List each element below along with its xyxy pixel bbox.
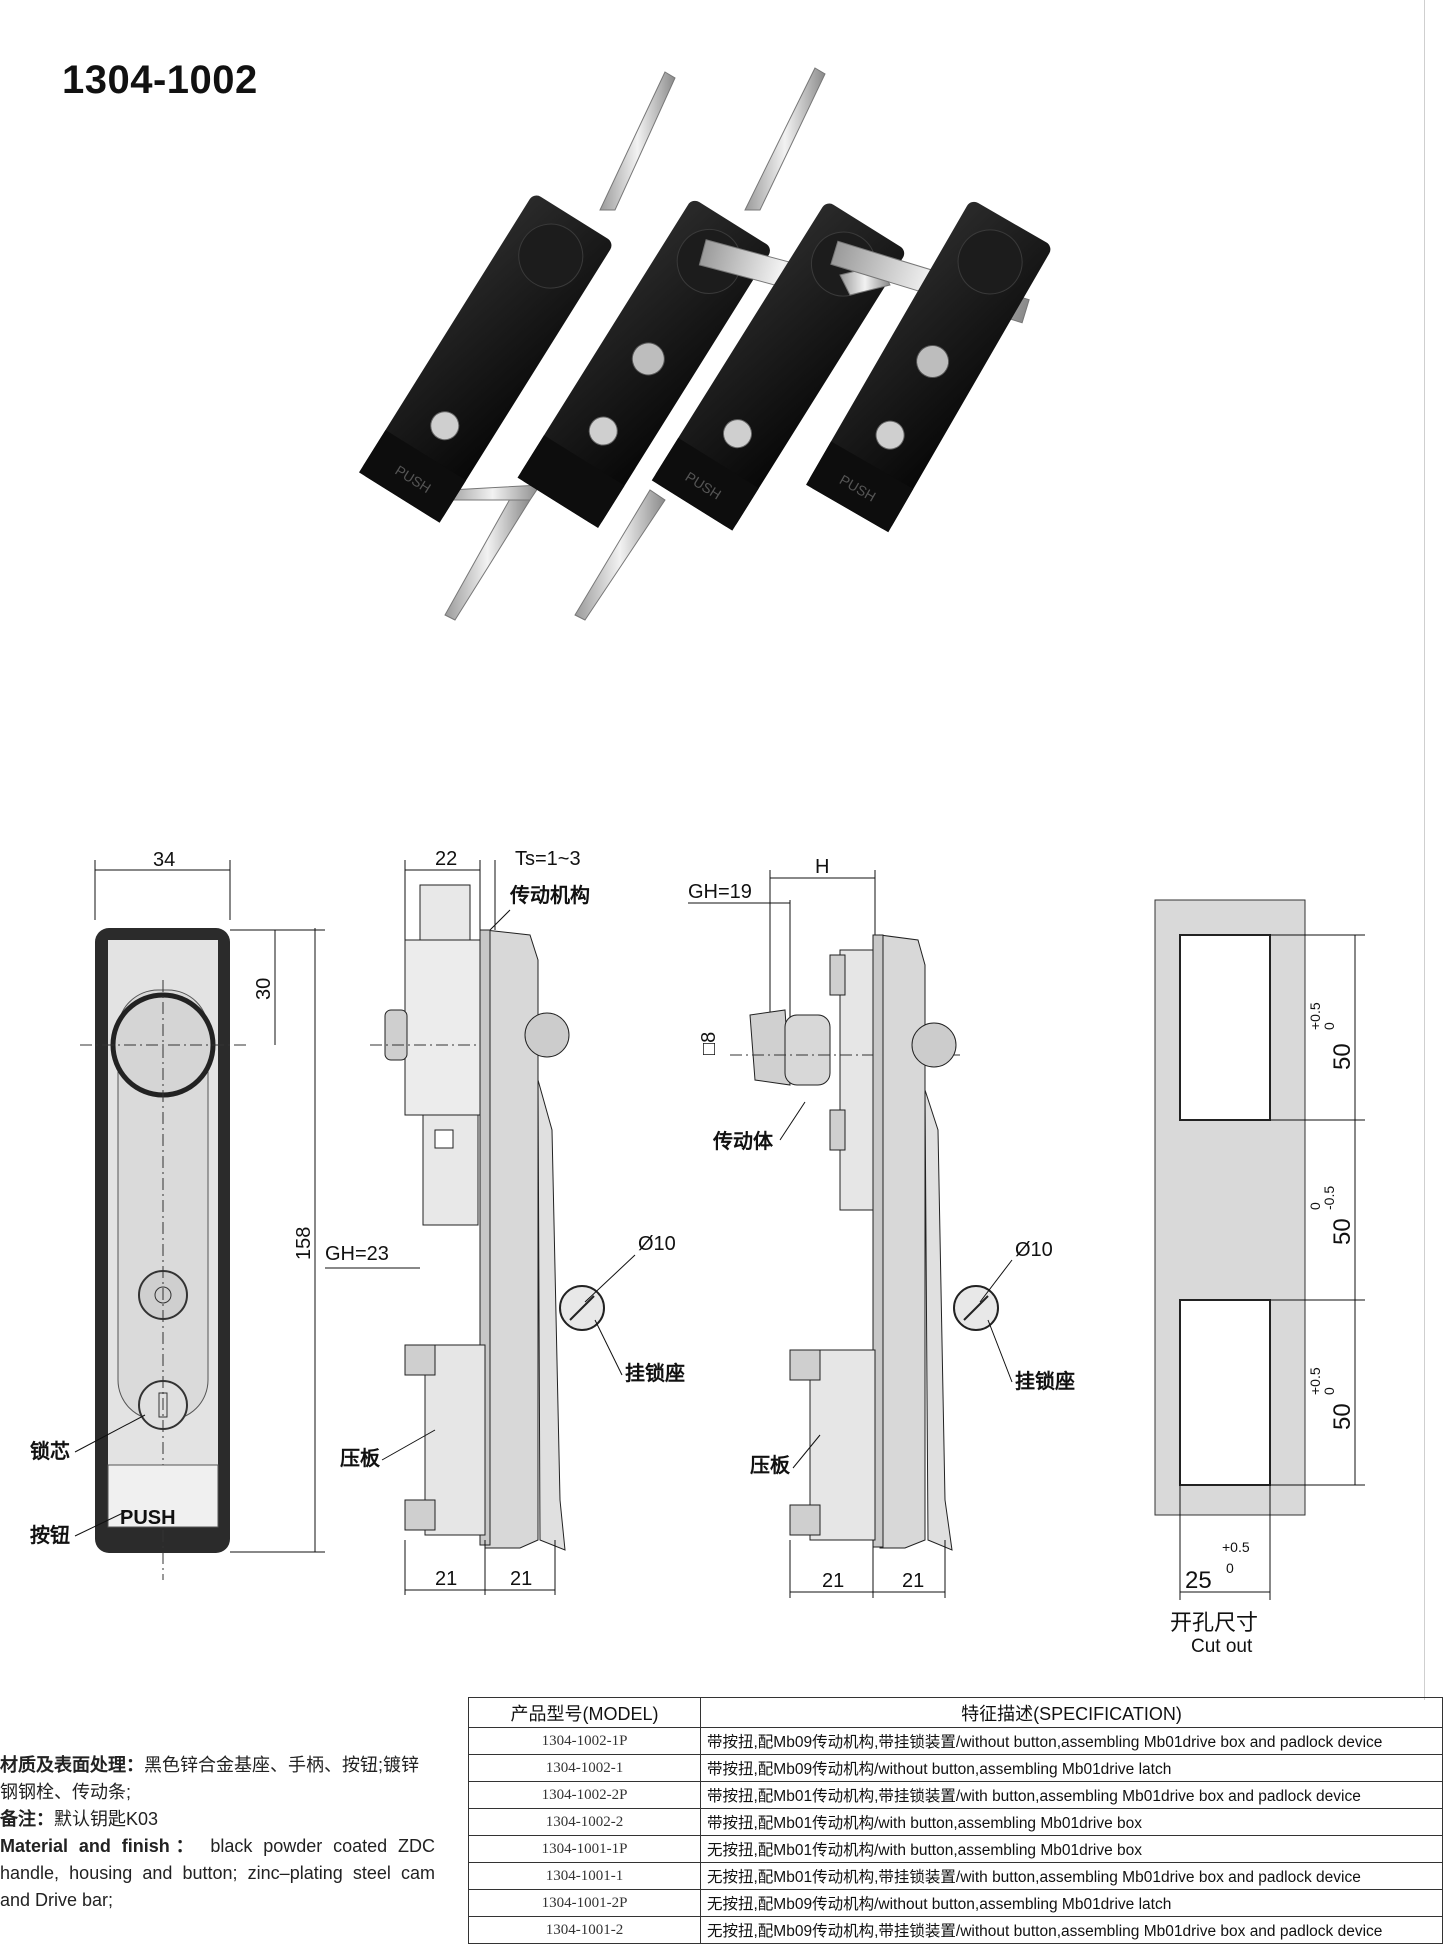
- spec-cell: 带按扭,配Mb09传动机构/without button,assembling …: [700, 1754, 1443, 1782]
- cutout-dim-1: 50: [1329, 1043, 1356, 1070]
- side-view-1-drawing: 22 Ts=1~3 传动机构 GH=23 Ø10 挂锁座 压板 21 21: [325, 848, 685, 1595]
- spec-cell: 无按扭,配Mb01传动机构/with button,assembling Mb0…: [700, 1835, 1443, 1863]
- remark-cn: 备注：默认钥匙K03: [0, 1809, 159, 1829]
- side1-plate-label: 压板: [340, 1446, 381, 1470]
- cutout-tol-1-bottom: 0: [1321, 1022, 1337, 1030]
- cutout-caption-en: Cut out: [1191, 1636, 1253, 1657]
- side2-bottom-right: 21: [902, 1570, 924, 1592]
- material-label-en: Material and finish：: [0, 1836, 200, 1856]
- model-cell: 1304-1002-2P: [468, 1781, 701, 1809]
- spec-header: 特征描述(SPECIFICATION): [700, 1697, 1443, 1728]
- model-cell: 1304-1001-1P: [468, 1835, 701, 1863]
- spec-cell: 带按扭,配Mb01传动机构,带挂锁装置/with button,assembli…: [700, 1781, 1443, 1809]
- side2-plate-label: 压板: [750, 1453, 791, 1477]
- model-cell: 1304-1001-1: [468, 1862, 701, 1890]
- side1-bottom-right: 21: [510, 1568, 532, 1590]
- side1-mechanism-label: 传动机构: [509, 883, 590, 907]
- cutout-tol-2-top: 0: [1307, 1202, 1323, 1210]
- product-photo: PUSH PUSH: [359, 67, 1051, 621]
- cutout-width-tol-bottom: 0: [1226, 1560, 1234, 1576]
- product-title: 1304-1002: [62, 58, 258, 102]
- side1-dim-22: 22: [435, 848, 457, 870]
- cutout-drawing: 50 +0.5 0 50 0 -0.5 50 +0.5 0 25 +0.5 0 …: [1154, 899, 1365, 1657]
- spec-cell: 带按扭,配Mb01传动机构/with button,assembling Mb0…: [700, 1808, 1443, 1836]
- side2-bottom-left: 21: [822, 1570, 844, 1592]
- side1-ts: Ts=1~3: [515, 848, 581, 870]
- spec-table: 产品型号(MODEL) 特征描述(SPECIFICATION) 1304-100…: [468, 1697, 1443, 1944]
- remark-label-cn: 备注：: [0, 1809, 54, 1829]
- side2-square: □8: [698, 1032, 720, 1055]
- side2-phi: Ø10: [1015, 1239, 1053, 1261]
- material-cn: 材质及表面处理：黑色锌合金基座、手柄、按钮;镀锌钢钢栓、传动条;: [0, 1755, 419, 1802]
- material-label-cn: 材质及表面处理：: [0, 1755, 144, 1775]
- spec-cell: 无按扭,配Mb09传动机构/without button,assembling …: [700, 1889, 1443, 1917]
- cutout-dim-2: 50: [1329, 1218, 1356, 1245]
- front-width-dim: 34: [153, 849, 175, 871]
- side1-gh: GH=23: [325, 1243, 389, 1265]
- model-cell: 1304-1002-1P: [468, 1727, 701, 1755]
- side2-h: H: [815, 856, 829, 878]
- front-push-text: PUSH: [120, 1507, 176, 1529]
- spec-cell: 无按扭,配Mb09传动机构,带挂锁装置/without button,assem…: [700, 1916, 1443, 1944]
- side2-drive-label: 传动体: [712, 1129, 774, 1153]
- side1-phi: Ø10: [638, 1233, 676, 1255]
- side2-padlock-label: 挂锁座: [1015, 1369, 1075, 1393]
- front-top-dim: 30: [253, 978, 275, 1000]
- cutout-tol-3-top: +0.5: [1307, 1367, 1323, 1395]
- cutout-tol-2-bottom: -0.5: [1321, 1186, 1337, 1210]
- lock-core-label: 锁芯: [30, 1439, 70, 1463]
- cutout-caption-cn: 开孔尺寸: [1170, 1610, 1258, 1635]
- latch-photo-1: PUSH: [359, 71, 676, 621]
- side-view-2-drawing: H GH=19 □8 传动体 Ø10 挂锁座 压板 21 21: [688, 856, 1075, 1598]
- cutout-tol-1-top: +0.5: [1307, 1002, 1323, 1030]
- model-header: 产品型号(MODEL): [468, 1697, 701, 1728]
- material-en: Material and finish： black powder coated…: [0, 1836, 435, 1910]
- side1-bottom-left: 21: [435, 1568, 457, 1590]
- button-label: 按钮: [30, 1523, 70, 1547]
- spec-cell: 无按扭,配Mb01传动机构,带挂锁装置/with button,assembli…: [700, 1862, 1443, 1890]
- cutout-width-dim: 25: [1185, 1567, 1212, 1594]
- front-height-dim: 158: [293, 1227, 315, 1260]
- model-cell: 1304-1001-2: [468, 1916, 701, 1944]
- page-edge-rule: [1424, 0, 1425, 1700]
- front-view-drawing: 34 30 158 PUSH 锁芯 按钮: [30, 849, 325, 1580]
- material-notes: 材质及表面处理：黑色锌合金基座、手柄、按钮;镀锌钢钢栓、传动条; 备注：默认钥匙…: [0, 1752, 435, 1914]
- cutout-dim-3: 50: [1329, 1403, 1356, 1430]
- side2-gh: GH=19: [688, 881, 752, 903]
- cutout-width-tol-top: +0.5: [1222, 1539, 1250, 1555]
- model-cell: 1304-1001-2P: [468, 1889, 701, 1917]
- latch-photo-4: PUSH: [806, 201, 1051, 533]
- spec-header-row: 产品型号(MODEL) 特征描述(SPECIFICATION): [468, 1697, 1443, 1728]
- spec-cell: 带按扭,配Mb09传动机构,带挂锁装置/without button,assem…: [700, 1727, 1443, 1755]
- side1-padlock-label: 挂锁座: [625, 1361, 685, 1385]
- model-cell: 1304-1002-2: [468, 1808, 701, 1836]
- cutout-tol-3-bottom: 0: [1321, 1387, 1337, 1395]
- model-cell: 1304-1002-1: [468, 1754, 701, 1782]
